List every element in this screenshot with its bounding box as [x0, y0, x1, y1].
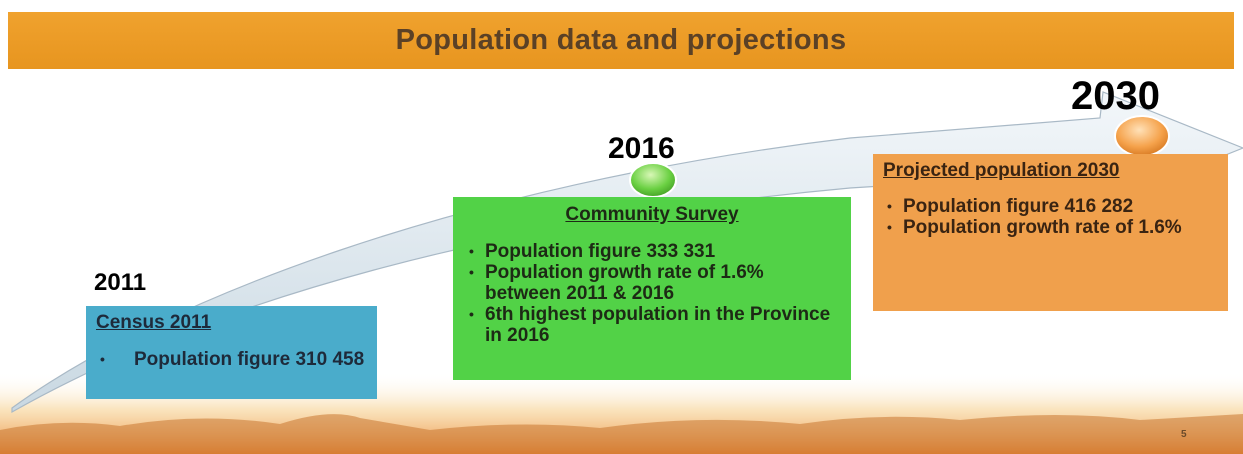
tree-silhouettes — [0, 414, 1243, 454]
census-card-heading: Census 2011 — [96, 312, 212, 333]
survey-card-bullets: Population figure 333 331 Population gro… — [465, 241, 839, 346]
title-bar: Population data and projections — [8, 12, 1234, 69]
year-label-2016: 2016 — [608, 132, 675, 165]
census-bullet: Population figure 310 458 — [96, 349, 367, 370]
census-2011-card: Census 2011 Population figure 310 458 — [86, 306, 377, 399]
timeline-marker-2016 — [629, 162, 677, 198]
projection-bullet: Population growth rate of 1.6% — [883, 217, 1218, 238]
survey-card-heading: Community Survey — [565, 204, 739, 225]
timeline-marker-2030 — [1114, 115, 1170, 157]
census-card-bullets: Population figure 310 458 — [96, 349, 367, 370]
page-number: 5 — [1181, 429, 1187, 440]
slide-title: Population data and projections — [395, 24, 847, 56]
projection-2030-card: Projected population 2030 Population fig… — [873, 154, 1228, 311]
year-label-2030: 2030 — [1071, 74, 1160, 118]
year-label-2011: 2011 — [94, 269, 147, 296]
projection-card-bullets: Population figure 416 282 Population gro… — [883, 196, 1218, 238]
projection-card-heading: Projected population 2030 — [883, 160, 1120, 181]
survey-bullet: Population growth rate of 1.6% between 2… — [465, 262, 839, 304]
survey-bullet: Population figure 333 331 — [465, 241, 839, 262]
community-survey-card: Community Survey Population figure 333 3… — [453, 197, 851, 380]
survey-bullet: 6th highest population in the Province i… — [465, 304, 839, 346]
projection-bullet: Population figure 416 282 — [883, 196, 1218, 217]
